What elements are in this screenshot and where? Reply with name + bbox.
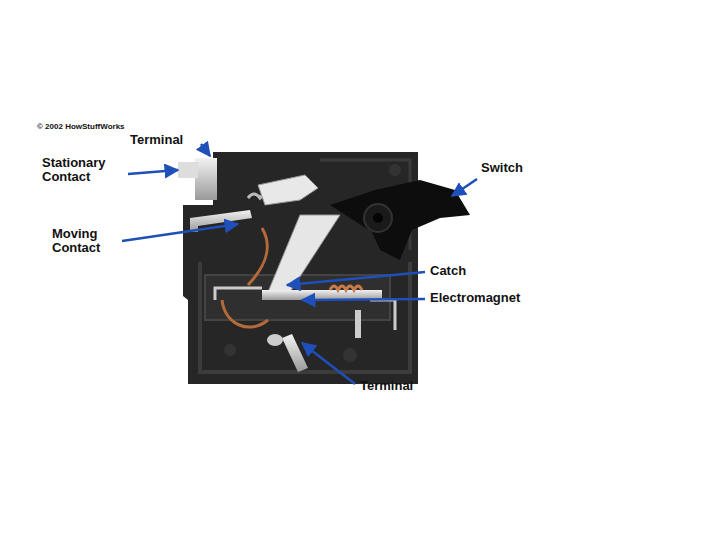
electromagnet [215, 286, 395, 338]
leader-arrows [122, 144, 477, 384]
switch-handle [330, 180, 470, 260]
part-label: Stationary Contact [42, 156, 124, 184]
part-label: Switch [481, 161, 523, 175]
breaker-housing [183, 152, 418, 384]
copyright-notice: © 2002 HowStuffWorks [37, 122, 125, 132]
stationary-terminal [178, 158, 217, 200]
part-label: Moving Contact [52, 227, 116, 255]
copper-braid [222, 228, 268, 327]
part-label: Electromagnet [430, 291, 520, 305]
part-label: Terminal [360, 379, 413, 393]
bottom-terminal [267, 334, 308, 372]
part-label: Terminal [130, 133, 183, 147]
lever [258, 175, 340, 292]
part-label: Catch [430, 264, 466, 278]
